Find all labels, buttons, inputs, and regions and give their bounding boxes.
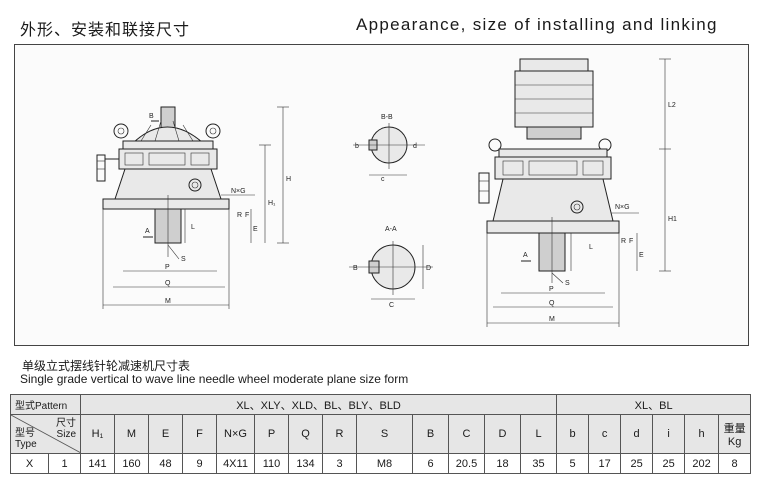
label-AA: A-A bbox=[385, 226, 397, 233]
column-header: c bbox=[588, 414, 622, 454]
label-BB: B-B bbox=[381, 114, 393, 121]
table-cell: 35 bbox=[519, 453, 558, 474]
label-R-right: R bbox=[621, 238, 626, 245]
column-header: C bbox=[448, 414, 485, 454]
table-cell: 25 bbox=[620, 453, 654, 474]
column-header: b bbox=[556, 414, 590, 454]
right-reducer: A L S L2 H1 N×G R F E P Q M bbox=[478, 58, 677, 327]
table-title-cn: 单级立式摆线针轮减速机尺寸表 bbox=[22, 359, 191, 373]
table-cell: 141 bbox=[80, 453, 115, 474]
label-NxG: N×G bbox=[231, 188, 246, 195]
drawing-svg: B A H H₁ N×G R F E L S P bbox=[96, 58, 677, 327]
column-header: D bbox=[484, 414, 521, 454]
label-C: C bbox=[389, 302, 394, 309]
table-cell: 25 bbox=[652, 453, 686, 474]
table-cell: 160 bbox=[114, 453, 149, 474]
column-header: L bbox=[519, 414, 558, 454]
table-cell: 17 bbox=[588, 453, 622, 474]
label-F-right: F bbox=[629, 238, 633, 245]
page-title-en: Appearance, size of installing and linki… bbox=[356, 15, 718, 34]
table-cell: 134 bbox=[288, 453, 323, 474]
column-header: H₁ bbox=[80, 414, 115, 454]
label-L-left: L bbox=[191, 224, 195, 231]
label-b: b bbox=[355, 143, 359, 150]
label-M-left: M bbox=[165, 298, 171, 305]
label-H: H bbox=[286, 176, 291, 183]
label-R: R bbox=[237, 212, 242, 219]
table-cell: 18 bbox=[484, 453, 521, 474]
label-E-right: E bbox=[639, 252, 644, 259]
table-cell: 20.5 bbox=[448, 453, 485, 474]
label-NxG-right: N×G bbox=[615, 204, 630, 211]
label-S-right: S bbox=[565, 280, 570, 287]
column-header: F bbox=[182, 414, 217, 454]
column-header: M bbox=[114, 414, 149, 454]
section-bb: B-B b c d bbox=[353, 114, 425, 183]
table-cell: 48 bbox=[148, 453, 183, 474]
label-Q-left: Q bbox=[165, 280, 171, 287]
pattern-label: 型式Pattern bbox=[10, 394, 81, 415]
label-A-left: A bbox=[145, 228, 150, 235]
technical-drawing: B A H H₁ N×G R F E L S P bbox=[14, 44, 749, 346]
label-d: d bbox=[413, 143, 417, 150]
group-header-1: XL、XLY、XLD、BL、BLY、BLD bbox=[79, 394, 558, 415]
column-header: h bbox=[684, 414, 720, 454]
table-cell: 8 bbox=[718, 453, 752, 474]
table-cell: 6 bbox=[412, 453, 449, 474]
table-cell: 5 bbox=[556, 453, 590, 474]
label-M-right: M bbox=[549, 316, 555, 323]
table-cell: 9 bbox=[182, 453, 217, 474]
column-header: E bbox=[148, 414, 183, 454]
column-header: N×G bbox=[216, 414, 255, 454]
table-cell: 3 bbox=[322, 453, 357, 474]
row-type-cell: X bbox=[10, 453, 49, 474]
column-header: S bbox=[356, 414, 413, 454]
label-B-section: B bbox=[353, 265, 358, 272]
label-H1: H₁ bbox=[268, 200, 276, 207]
column-header: R bbox=[322, 414, 357, 454]
label-E: E bbox=[253, 226, 258, 233]
label-F: F bbox=[245, 212, 249, 219]
label-D: D bbox=[426, 265, 431, 272]
label-S-left: S bbox=[181, 256, 186, 263]
table-title-en: Single grade vertical to wave line needl… bbox=[20, 372, 409, 386]
column-header: i bbox=[652, 414, 686, 454]
label-L2: L2 bbox=[668, 102, 676, 109]
column-header: d bbox=[620, 414, 654, 454]
column-header: B bbox=[412, 414, 449, 454]
label-c: c bbox=[381, 176, 385, 183]
page-title-cn: 外形、安装和联接尺寸 bbox=[20, 20, 191, 39]
section-aa: A-A B C D bbox=[349, 226, 433, 309]
table-cell: 202 bbox=[684, 453, 720, 474]
column-header: Q bbox=[288, 414, 323, 454]
group-header-2: XL、BL bbox=[556, 394, 752, 415]
label-P-left: P bbox=[165, 264, 170, 271]
label-P-right: P bbox=[549, 286, 554, 293]
table-cell: 4X11 bbox=[216, 453, 255, 474]
label-Q-right: Q bbox=[549, 300, 555, 307]
table-header-row-1: 型式Pattern XL、XLY、XLD、BL、BLY、BLD XL、BL bbox=[10, 394, 752, 415]
label-H1-right: H1 bbox=[668, 216, 677, 223]
row-size-cell: 1 bbox=[48, 453, 81, 474]
label-A-right: A bbox=[523, 252, 528, 259]
table-cell: M8 bbox=[356, 453, 413, 474]
label-L-right: L bbox=[589, 244, 593, 251]
dimension-table: 型式Pattern XL、XLY、XLD、BL、BLY、BLD XL、BL 尺寸… bbox=[10, 394, 752, 474]
table-cell: 110 bbox=[254, 453, 289, 474]
label-B-left: B bbox=[149, 113, 154, 120]
left-reducer: B A H H₁ N×G R F E L S P bbox=[96, 106, 291, 309]
column-header: P bbox=[254, 414, 289, 454]
